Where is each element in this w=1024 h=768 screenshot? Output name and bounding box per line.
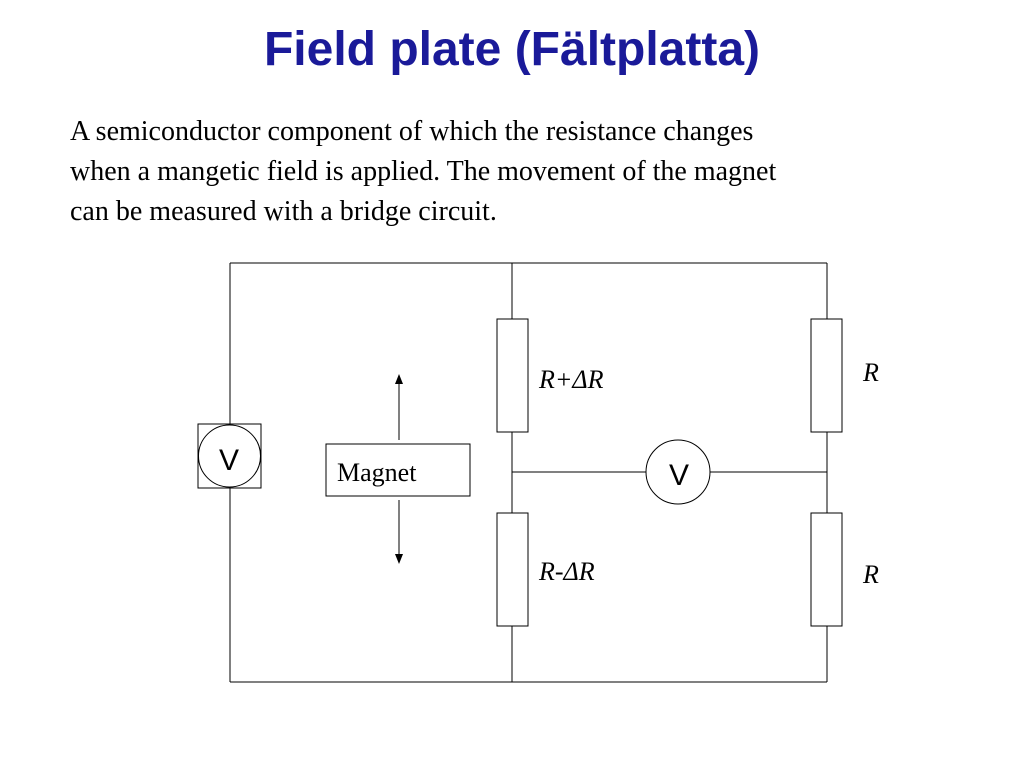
- arrow-up-icon: [395, 374, 403, 384]
- resistor-top-left: [496, 318, 529, 433]
- source-meter-label: V: [219, 444, 239, 477]
- slide-body-text: A semiconductor component of which the r…: [70, 112, 970, 232]
- resistor-bottom-left-label: R-ΔR: [538, 557, 595, 586]
- body-line-2: when a mangetic field is applied. The mo…: [70, 156, 777, 187]
- resistor-top-right-label: R: [862, 358, 879, 387]
- resistor-bottom-left: [496, 512, 529, 627]
- resistor-top-right: [810, 318, 843, 433]
- arrow-down-icon: [395, 554, 403, 564]
- resistor-bottom-right-label: R: [862, 560, 879, 589]
- magnet-box: [325, 443, 471, 497]
- body-line-1: A semiconductor component of which the r…: [70, 116, 754, 147]
- body-line-3: can be measured with a bridge circuit.: [70, 196, 497, 227]
- resistor-top-left-label: R+ΔR: [538, 365, 604, 394]
- slide-title: Field plate (Fältplatta): [263, 23, 761, 76]
- bridge-meter-label: V: [669, 459, 689, 492]
- source-meter-circle: [198, 424, 261, 488]
- magnet-label: Magnet: [337, 458, 417, 487]
- resistor-bottom-right: [810, 512, 843, 627]
- bridge-meter-circle: [645, 439, 711, 505]
